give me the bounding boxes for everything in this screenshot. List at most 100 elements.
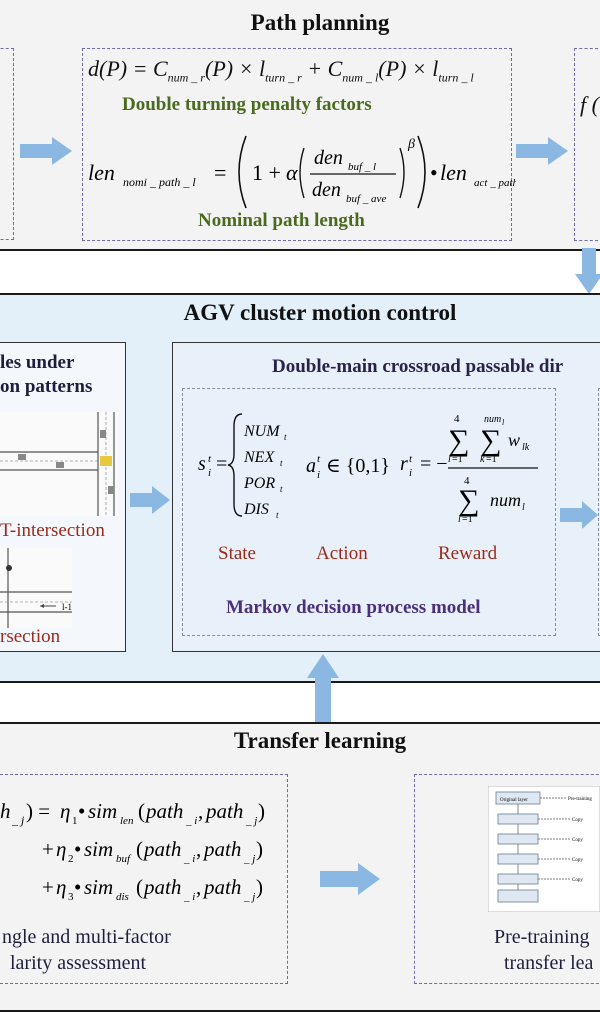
svg-text:= −: = − (420, 453, 448, 475)
crossroad-image: l-1 (0, 548, 72, 628)
svg-text:∑: ∑ (458, 484, 479, 517)
mdp-label: Markov decision process model (226, 597, 481, 618)
svg-text:4: 4 (454, 413, 460, 425)
svg-text:a: a (306, 455, 316, 477)
nominal-length-equation: len nomi _ path _ l = 1 + α den buf _ l … (88, 135, 516, 209)
reward-label: Reward (438, 543, 498, 564)
svg-text:(: ( (138, 799, 145, 823)
svg-text:_ j: _ j (243, 853, 255, 865)
svg-text:+: + (42, 875, 54, 899)
svg-text:=: = (214, 160, 226, 185)
svg-text:_ j: _ j (245, 815, 257, 827)
svg-text:DIS: DIS (243, 501, 269, 518)
arrow-right-2 (516, 137, 568, 165)
svg-text:∑: ∑ (448, 424, 469, 457)
svg-text:η: η (56, 875, 66, 899)
crossroad-direction-title: Double-main crossroad passable dir (272, 356, 564, 377)
right-partial-box (574, 48, 600, 241)
svg-text:=1: =1 (486, 454, 497, 465)
svg-text:lk: lk (522, 442, 530, 453)
svg-text:) =: ) = (26, 799, 50, 823)
svg-text:POR: POR (243, 475, 275, 492)
svg-text:t: t (409, 453, 413, 465)
svg-text:): ) (256, 875, 263, 899)
svg-text:•: • (430, 160, 438, 185)
svg-text:sim: sim (84, 875, 113, 899)
svg-text:_ i: _ i (183, 891, 195, 903)
svg-text:•: • (74, 875, 81, 899)
svg-text:=: = (216, 453, 227, 475)
intersection-title-line2: on patterns (0, 376, 93, 397)
svg-text:η: η (60, 799, 70, 823)
t-intersection-image (0, 412, 118, 516)
nominal-length-label: Nominal path length (198, 210, 365, 231)
arrow-right-1 (20, 137, 72, 165)
t-intersection-label: T-intersection (0, 520, 105, 541)
svg-text:): ) (258, 799, 265, 823)
svg-text:num: num (484, 414, 501, 425)
svg-text:t: t (276, 510, 279, 520)
svg-text:path: path (202, 837, 241, 861)
right-partial-formula: f ( (580, 92, 599, 117)
arrow-down-1 (575, 248, 600, 294)
svg-text:i: i (409, 467, 412, 479)
similarity-equation: h _ j ) = η 1 • sim len ( path _ i , pat… (0, 799, 265, 903)
svg-text:,: , (196, 875, 201, 899)
svg-text:=1: =1 (452, 454, 463, 465)
pretraining-label-line2: transfer lea (504, 952, 594, 974)
svg-text:path: path (204, 799, 243, 823)
left-partial-box (0, 48, 14, 240)
svg-text:len: len (88, 160, 115, 185)
svg-text:NUM: NUM (243, 423, 281, 440)
svg-text:i: i (317, 469, 320, 481)
svg-text:,: , (196, 837, 201, 861)
svg-text:∈ {0,1}: ∈ {0,1} (326, 455, 390, 477)
svg-text:NEX: NEX (243, 449, 275, 466)
svg-text:nomi _ path _ l: nomi _ path _ l (123, 175, 196, 189)
pretraining-network-image: Original layer Pre-training Copy Copy Co… (488, 786, 600, 912)
svg-text:buf _ l: buf _ l (348, 161, 376, 173)
transfer-title: Transfer learning (233, 728, 407, 753)
svg-text:_ i: _ i (183, 853, 195, 865)
state-var-por: POR t (243, 475, 283, 494)
svg-text:t: t (280, 458, 283, 468)
svg-text:l: l (502, 418, 505, 427)
state-label: State (218, 543, 256, 564)
svg-text:len: len (120, 815, 134, 827)
svg-text:•: • (74, 837, 81, 861)
arrow-right-4 (560, 501, 598, 529)
svg-text:(: ( (136, 837, 143, 861)
svg-text:l: l (522, 502, 525, 513)
arrow-up-1 (307, 654, 339, 724)
crossroad-partial-label: rsection (0, 626, 61, 647)
formulas-box (82, 48, 512, 241)
svg-text:_ j: _ j (243, 891, 255, 903)
path-planning-title: Path planning (250, 10, 390, 35)
svg-text:_ j: _ j (11, 813, 25, 827)
svg-text:l: l (458, 514, 461, 525)
state-var-dis: DIS t (243, 501, 279, 520)
svg-text:(: ( (136, 875, 143, 899)
svg-text:w: w (508, 430, 520, 450)
svg-text:+: + (42, 837, 54, 861)
svg-text:t: t (280, 484, 283, 494)
svg-text:den: den (312, 179, 341, 201)
svg-text:,: , (198, 799, 203, 823)
pretraining-box (414, 774, 600, 984)
svg-text:buf _ ave: buf _ ave (346, 193, 386, 205)
svg-text:∑: ∑ (480, 424, 501, 457)
svg-text:i: i (208, 467, 211, 479)
svg-text:l-1: l-1 (62, 602, 72, 612)
action-label: Action (316, 543, 368, 564)
svg-text:4: 4 (464, 475, 470, 487)
svg-text:t: t (284, 432, 287, 442)
similarity-label-line1: ngle and multi-factor (2, 926, 171, 948)
agv-title: AGV cluster motion control (183, 300, 457, 325)
pretraining-label-line1: Pre-training (494, 926, 590, 948)
svg-text:den: den (314, 147, 343, 169)
svg-text:•: • (78, 799, 85, 823)
state-var-nex: NEX t (243, 449, 283, 468)
